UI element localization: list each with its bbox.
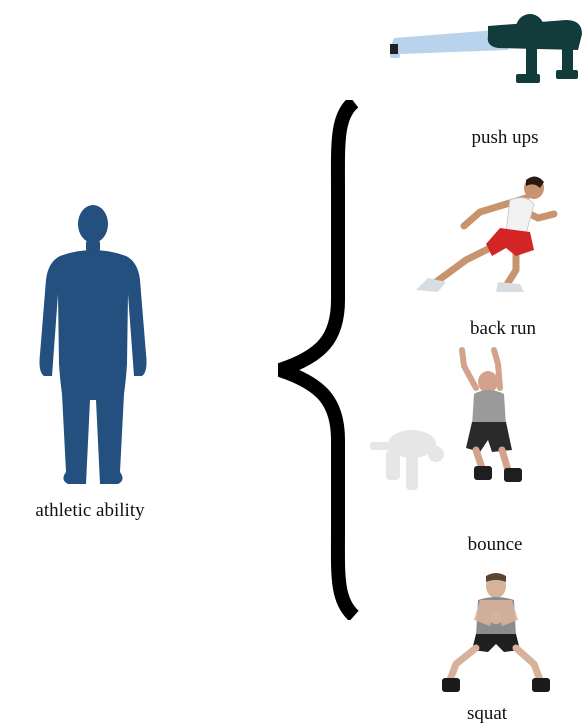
jumping-man-icon: [366, 346, 536, 496]
human-silhouette-icon: [30, 204, 156, 488]
curly-brace-icon: [278, 100, 360, 620]
push-up-figure-icon: [376, 4, 587, 94]
running-man-icon: [408, 174, 563, 298]
exercise-label-push-ups: push ups: [440, 127, 570, 149]
exercise-label-back-run: back run: [438, 318, 568, 340]
exercise-label-squat: squat: [422, 703, 552, 725]
main-concept-label: athletic ability: [0, 500, 180, 522]
squat-man-icon: [438, 572, 554, 698]
exercise-label-bounce: bounce: [430, 534, 560, 556]
